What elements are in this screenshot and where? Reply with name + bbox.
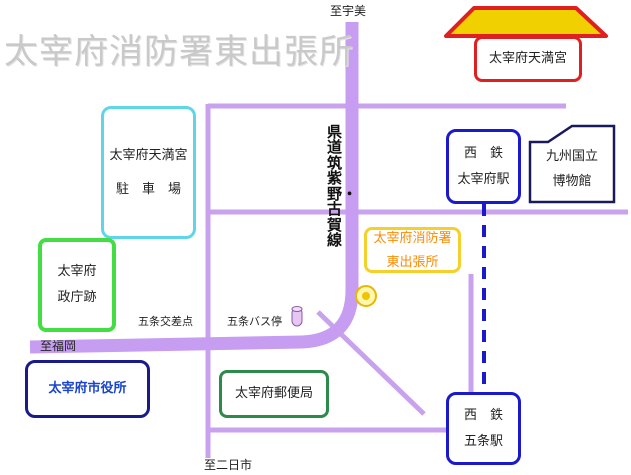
station-dazaifu-line2: 太宰府駅 <box>457 171 510 187</box>
shrine-label: 太宰府天満宮 <box>488 51 567 67</box>
bus-stop-marker <box>291 306 303 327</box>
post-office-label: 太宰府郵便局 <box>234 386 313 402</box>
seicho-line2: 政庁跡 <box>57 290 97 305</box>
label-gojo-bus-stop: 五条バス停 <box>227 315 282 328</box>
shrine-roof-icon <box>444 6 608 38</box>
seicho-line1: 太宰府 <box>57 264 97 279</box>
page-title: 太宰府消防署東出張所 <box>4 32 354 72</box>
shrine-parking-box: 太宰府天満宮 駐 車 場 <box>101 106 196 239</box>
museum-line2: 博物館 <box>552 174 592 189</box>
fire-station-location-marker <box>355 285 377 307</box>
station-gojo-box: 西 鉄 五条駅 <box>446 392 521 465</box>
station-dazaifu-line1: 西 鉄 <box>463 145 503 161</box>
label-gojo-intersection: 五条交差点 <box>138 315 193 328</box>
post-office-box: 太宰府郵便局 <box>219 370 329 418</box>
label-to-umi: 至宇美 <box>330 4 367 18</box>
station-gojo-line2: 五条駅 <box>463 433 503 449</box>
station-gojo-line1: 西 鉄 <box>463 407 503 423</box>
city-hall-box: 太宰府市役所 <box>25 360 150 418</box>
shrine-label-box: 太宰府天満宮 <box>474 36 582 82</box>
label-to-futsukaichi: 至二日市 <box>204 458 253 472</box>
label-to-fukuoka: 至福岡 <box>40 339 77 353</box>
museum-line1: 九州国立 <box>545 149 598 165</box>
museum-label: 九州国立 博物館 <box>534 142 610 198</box>
museum-building-icon <box>528 124 616 204</box>
shrine-parking-line1: 太宰府天満宮 <box>109 147 188 163</box>
label-prefectural-road: 県道筑紫野・古賀線 <box>327 123 358 250</box>
fire-station-line1: 太宰府消防署 <box>373 231 452 247</box>
fire-station-box: 太宰府消防署 東出張所 <box>364 227 461 273</box>
road-prefectural <box>29 22 359 354</box>
station-dazaifu-box: 西 鉄 太宰府駅 <box>446 129 521 204</box>
seicho-ruins-box: 太宰府 政庁跡 <box>38 238 116 332</box>
city-hall-label: 太宰府市役所 <box>48 381 127 397</box>
shrine-parking-line2: 駐 車 場 <box>115 181 181 197</box>
fire-station-line2: 東出張所 <box>386 254 439 270</box>
